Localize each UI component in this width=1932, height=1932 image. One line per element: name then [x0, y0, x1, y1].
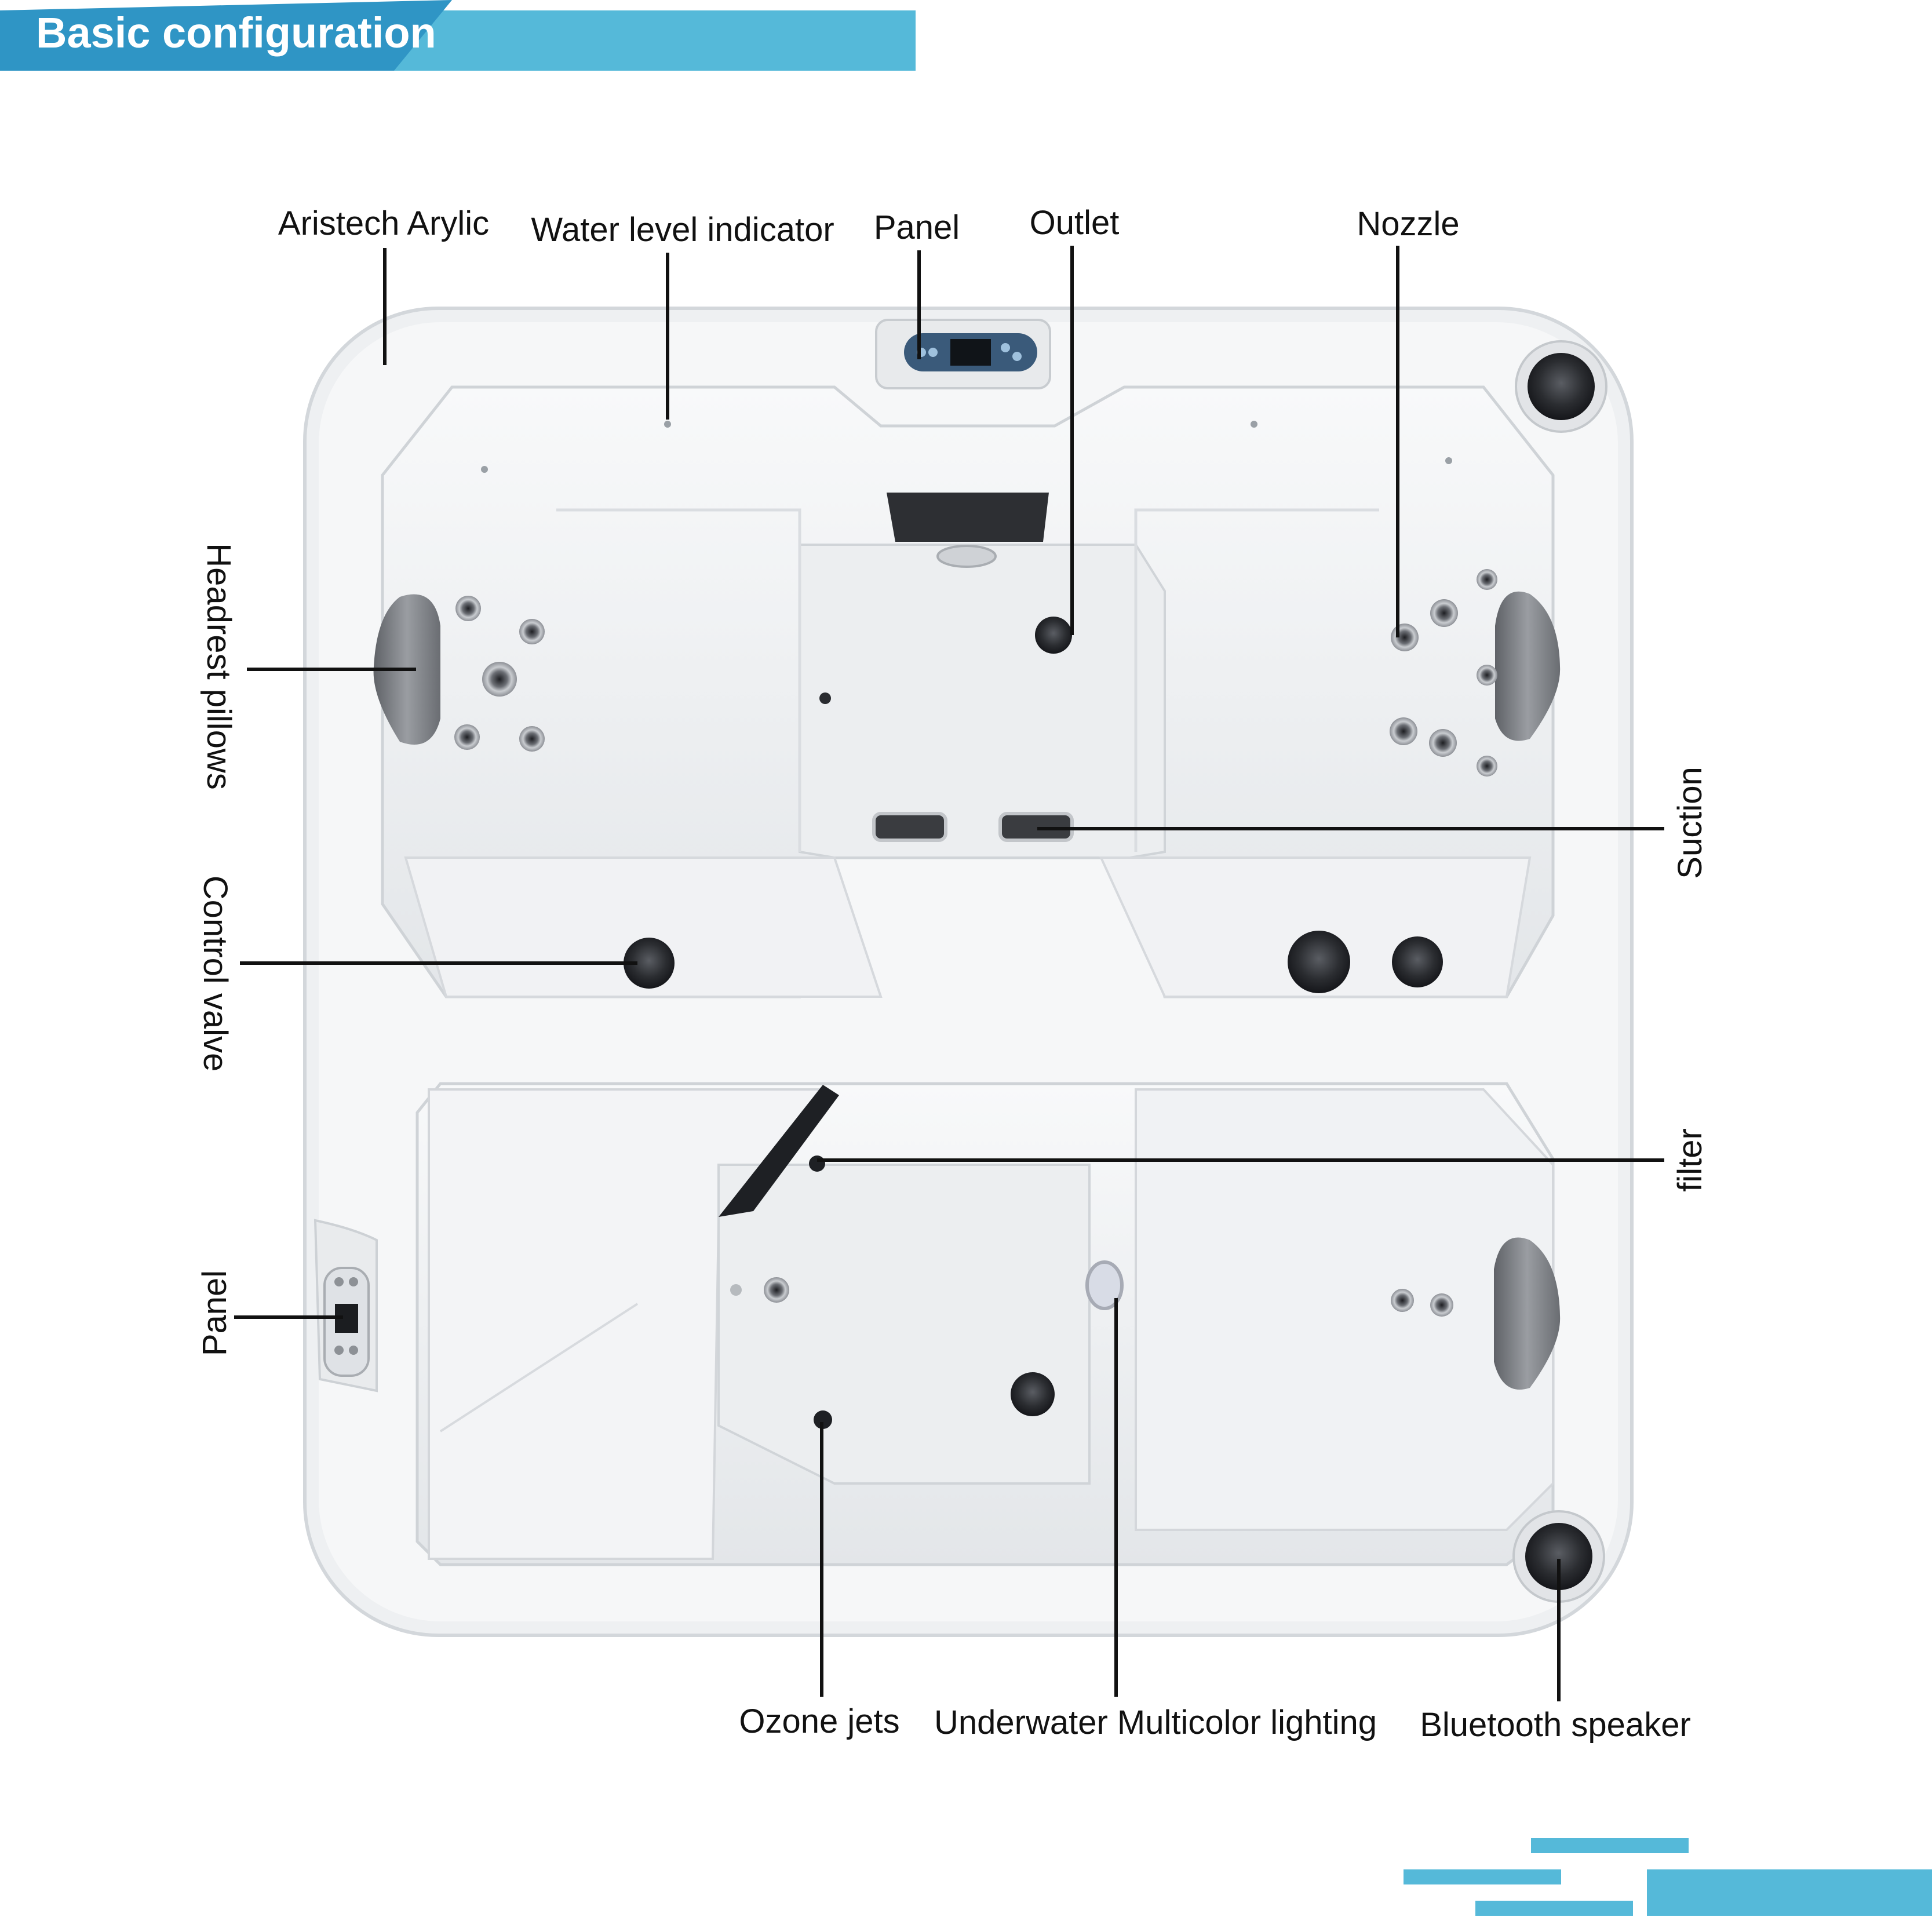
suction-fittings [872, 812, 1074, 842]
header-banner: Basic configuration [0, 0, 916, 71]
panel-button-icon [334, 1346, 344, 1355]
bluetooth-speaker-top [1515, 340, 1607, 433]
leader-lines [234, 246, 1664, 1701]
waterfall-housing [887, 493, 1049, 542]
jet-icon [1390, 717, 1417, 745]
lower-jet-icon [730, 1284, 742, 1296]
jet-icon [455, 596, 481, 621]
jet-icon [1391, 624, 1419, 651]
label-outlet: Outlet [1030, 204, 1120, 242]
filter-housing [719, 1085, 839, 1217]
jet-icon [664, 421, 671, 428]
jet-icon [1251, 421, 1257, 428]
jet-icon [1429, 729, 1457, 757]
bluetooth-speaker-bottom [1512, 1510, 1605, 1603]
left-seat-jets [454, 596, 545, 752]
underwater-light-icon [1085, 1260, 1124, 1310]
speaker-icon [1528, 353, 1595, 420]
panel-button-icon [349, 1277, 358, 1286]
label-panel-side: Panel [196, 1270, 234, 1356]
footer-bar [1647, 1869, 1932, 1916]
ozone-jet-fitting-icon [814, 1410, 832, 1429]
jet-icon [1445, 457, 1452, 464]
top-control-panel[interactable] [875, 319, 1051, 389]
jet-icon [1430, 599, 1458, 627]
control-valve-icon [624, 938, 675, 989]
control-valve-icon [1288, 931, 1350, 993]
label-headrest-pillows: Headrest pillows [200, 543, 238, 790]
control-valves [624, 931, 1443, 993]
jet-icon [1477, 665, 1497, 686]
filter-fitting-icon [809, 1155, 825, 1172]
upper-right-seat-edge [1134, 508, 1379, 852]
footer-bar [1531, 1838, 1689, 1853]
spa-shell [303, 307, 1634, 1637]
outlet-fitting-icon [1035, 617, 1072, 654]
label-nozzle: Nozzle [1357, 205, 1459, 243]
lounger-crease [439, 1303, 639, 1432]
headrest-pillow-right [1495, 591, 1561, 741]
headrest-pillow-lower [1494, 1237, 1561, 1390]
callout-labels: Aristech Arylic Water level indicator Pa… [196, 204, 1709, 1744]
upper-front-bench [404, 856, 1532, 998]
control-valve-icon [1392, 936, 1443, 987]
jet-icon [1477, 569, 1497, 590]
lower-drain-icon [1011, 1372, 1055, 1416]
jet-icon [1477, 756, 1497, 777]
right-seat-jets [1390, 569, 1497, 777]
suction-icon [872, 812, 947, 842]
waterfall-drain-icon [936, 545, 997, 568]
jet-icon [519, 619, 545, 644]
jet-icon [819, 692, 831, 704]
label-ozone-jets: Ozone jets [739, 1703, 899, 1740]
upper-left-seat-edge [556, 508, 801, 852]
label-water-level-indicator: Water level indicator [531, 211, 834, 249]
lower-footwell [717, 1164, 1091, 1485]
label-aristech-arylic: Aristech Arylic [278, 205, 489, 242]
panel-button-icon [349, 1346, 358, 1355]
header-bar-dark [0, 0, 452, 71]
panel-button-icon [334, 1277, 344, 1286]
footer-bar [1475, 1901, 1633, 1916]
lower-jet-icon [1391, 1289, 1414, 1312]
jet-icon [454, 724, 480, 750]
lower-jet-icon [1430, 1293, 1453, 1317]
panel-button-icon [928, 348, 938, 357]
label-bluetooth-speaker: Bluetooth speaker [1420, 1706, 1691, 1744]
label-underwater-lighting: Underwater Multicolor lighting [934, 1704, 1377, 1741]
lower-right-seat [1135, 1088, 1554, 1531]
panel-button-icon [1012, 352, 1022, 361]
speaker-icon [1525, 1523, 1592, 1590]
footer-bar [1404, 1869, 1561, 1884]
small-jets [481, 421, 1452, 704]
lower-jet-icon [764, 1277, 789, 1303]
label-control-valve: Control valve [196, 876, 234, 1071]
jet-icon [482, 662, 517, 697]
upper-footwell [799, 544, 1166, 859]
label-filter: filter [1671, 1128, 1709, 1192]
label-panel-top: Panel [874, 209, 960, 246]
waterfall-outlet [887, 493, 1049, 568]
panel-button-icon [1001, 343, 1010, 352]
footer-decoration [1404, 1838, 1932, 1916]
top-panel-display [950, 339, 991, 366]
label-suction: Suction [1671, 767, 1709, 878]
jet-icon [481, 466, 488, 473]
page-title: Basic configuration [36, 9, 436, 57]
side-control-panel[interactable] [314, 1219, 378, 1393]
jet-icon [519, 726, 545, 752]
